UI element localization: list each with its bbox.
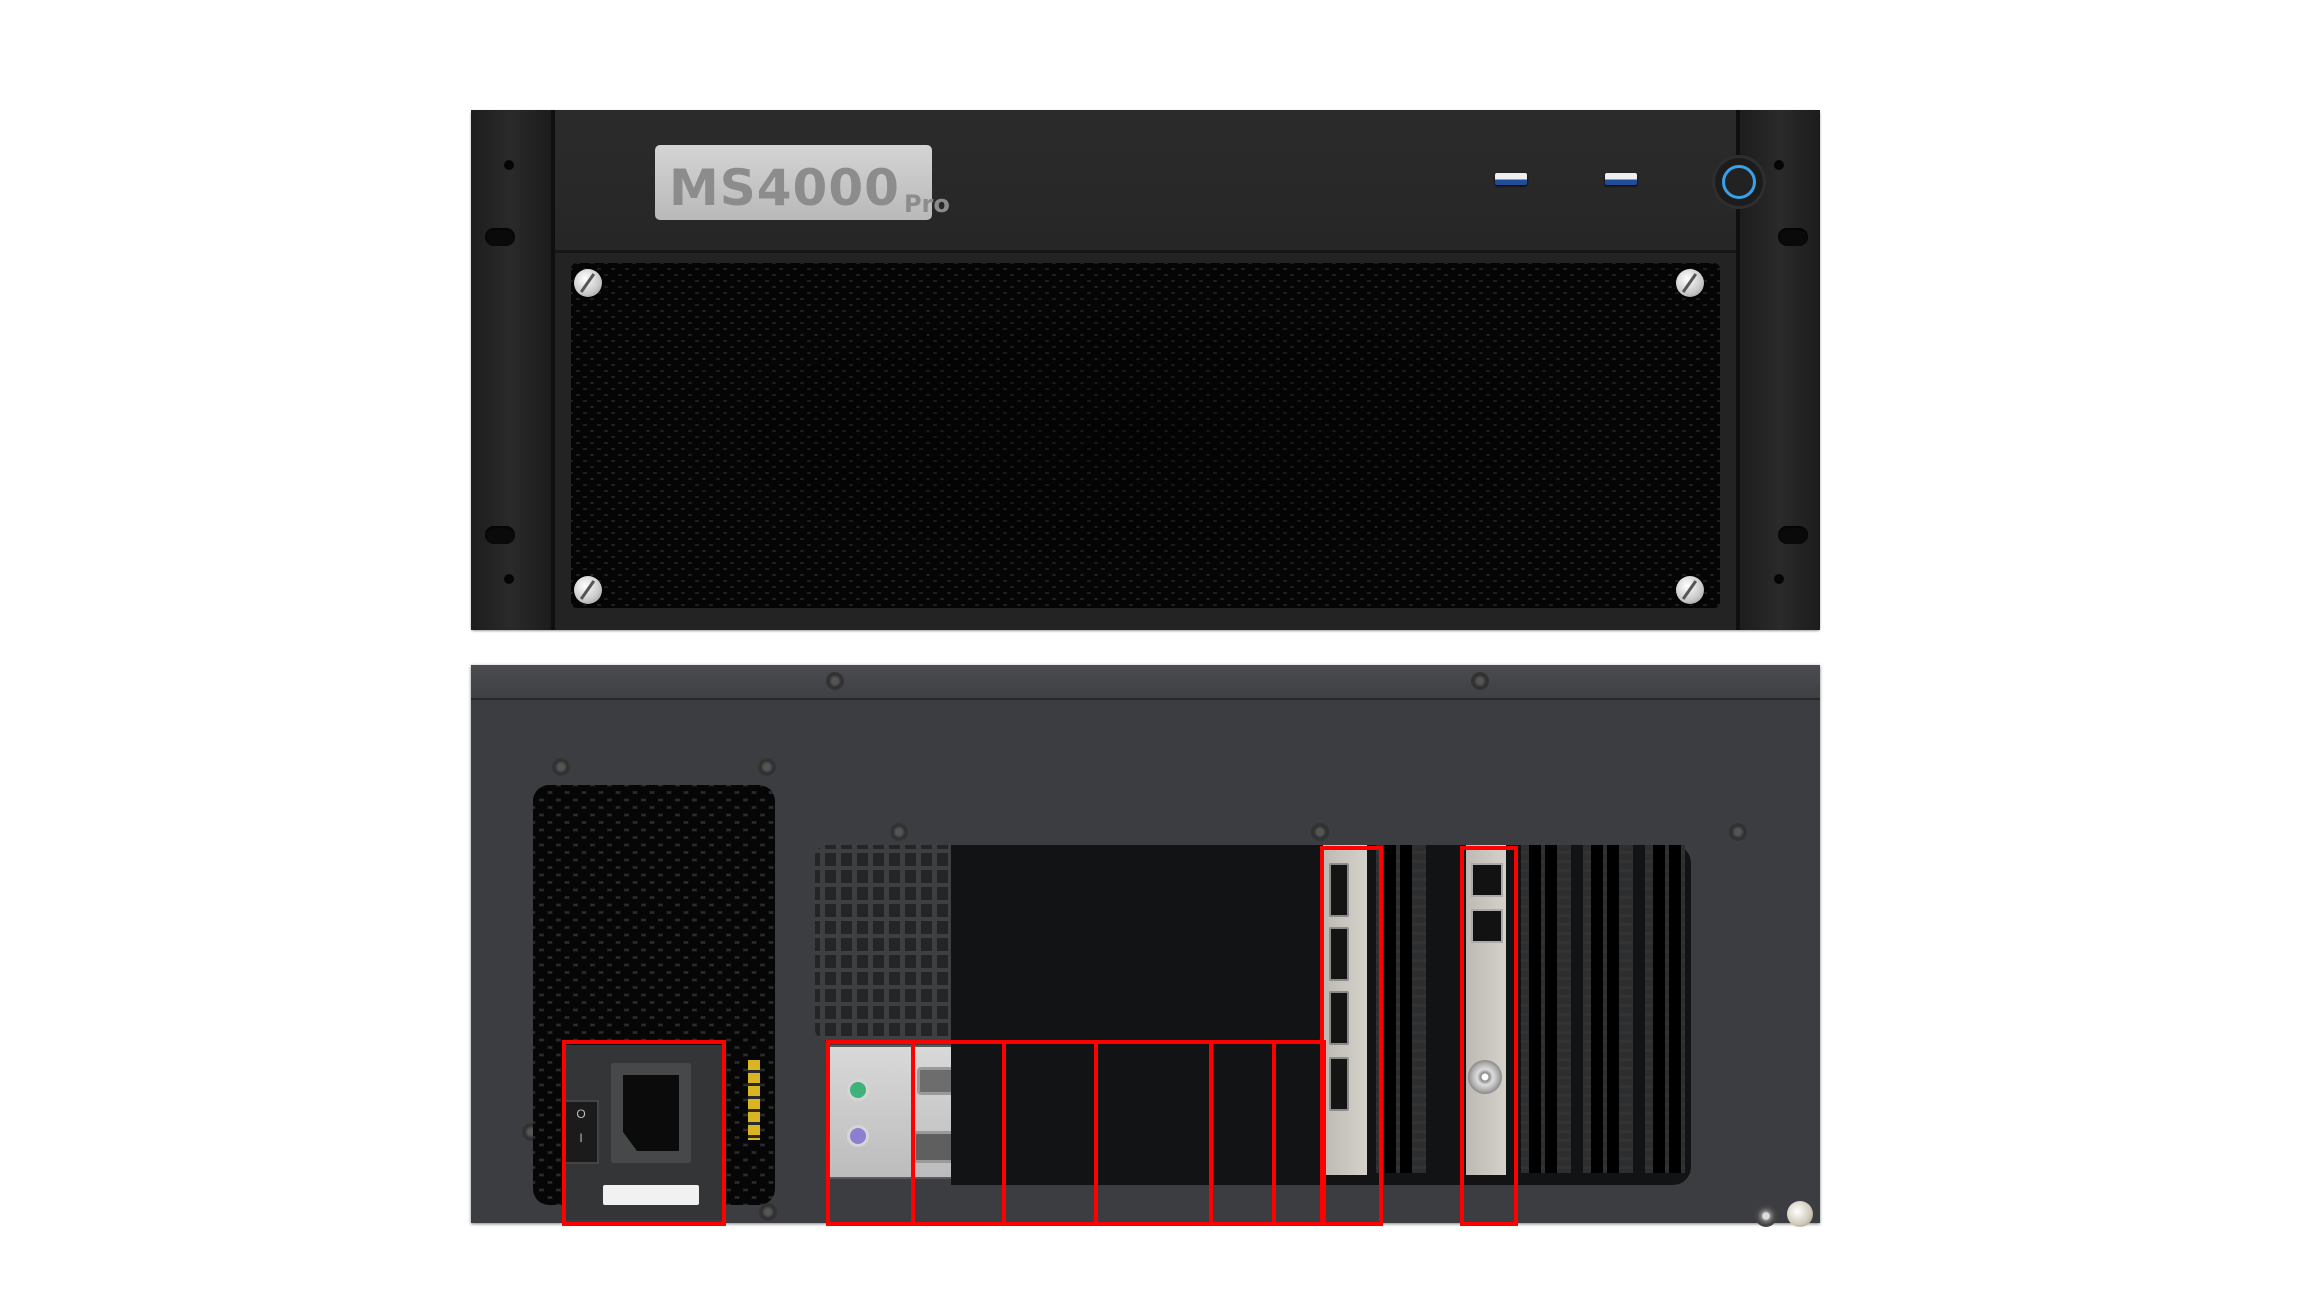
ps2-mouse-port[interactable] (847, 1079, 869, 1101)
thumb-screw-icon (1787, 1201, 1813, 1227)
highlight-serial-dvi (911, 1040, 1006, 1226)
gpu-displayport-4[interactable] (1329, 1057, 1349, 1111)
ear-hole (504, 574, 514, 584)
highlight-power-inlet (562, 1040, 726, 1226)
ear-slot (1778, 526, 1808, 544)
front-panel: MS4000 Pro (471, 110, 1820, 630)
highlight-gpu-displayport (1320, 846, 1383, 1226)
highlight-lan-usb2 (1209, 1040, 1276, 1226)
screw-icon (1313, 825, 1327, 839)
highlight-ps2 (826, 1040, 915, 1226)
switch-off-label: I (579, 1131, 583, 1145)
nic-rj45-port-2[interactable] (1471, 909, 1503, 943)
ear-hole (1774, 160, 1784, 170)
vented-slot-cover (1583, 845, 1633, 1173)
rear-top-lip (471, 665, 1820, 700)
thumb-screw-icon (574, 576, 602, 604)
front-header-bar: MS4000 Pro (555, 110, 1763, 253)
gpu-displayport-3[interactable] (1329, 991, 1349, 1045)
psu-power-module: O I (563, 1045, 723, 1220)
gpu-bracket (1323, 845, 1367, 1175)
screw-icon (1473, 674, 1487, 688)
front-usb-port-1[interactable] (1495, 173, 1527, 185)
vented-slot-cover (1645, 845, 1685, 1173)
thumb-screw-icon (574, 269, 602, 297)
model-logo-plate: MS4000 Pro (655, 145, 950, 220)
screw-icon (828, 674, 842, 688)
power-socket[interactable] (611, 1063, 691, 1163)
nic-card-bracket (1466, 845, 1506, 1175)
ear-slot (485, 228, 515, 246)
power-button[interactable] (1715, 158, 1763, 206)
front-usb-port-2[interactable] (1605, 173, 1637, 185)
ear-slot (485, 526, 515, 544)
ear-hole (1774, 574, 1784, 584)
psu-rating-label (603, 1185, 699, 1205)
left-rack-ear (471, 110, 555, 630)
screw-icon (892, 825, 906, 839)
thumb-screw-icon (1676, 269, 1704, 297)
ps2-keyboard-port[interactable] (847, 1125, 869, 1147)
screw-icon (761, 1205, 775, 1219)
gpu-displayport-1[interactable] (1329, 863, 1349, 917)
switch-on-label: O (576, 1107, 586, 1121)
highlight-nic-card (1460, 846, 1518, 1226)
ear-hole (504, 160, 514, 170)
logo-suffix: Pro (903, 190, 950, 218)
screw-icon (760, 760, 774, 774)
gpu-displayport-2[interactable] (1329, 927, 1349, 981)
ground-icon (1755, 1205, 1777, 1227)
highlight-usb3-hdmi (1002, 1040, 1098, 1226)
vented-slot-cover (1376, 845, 1426, 1173)
highlight-audio (1272, 1040, 1326, 1226)
highlight-vga-dp (1094, 1040, 1213, 1226)
thumb-screw-icon (1676, 576, 1704, 604)
front-vent-grille (571, 263, 1720, 608)
ear-slot (1778, 228, 1808, 246)
nic-rj45-port-1[interactable] (1471, 863, 1503, 897)
rear-panel: O I (471, 665, 1820, 1227)
screw-icon (554, 760, 568, 774)
bnc-connector[interactable] (1468, 1060, 1502, 1094)
vented-slot-cover (1521, 845, 1571, 1173)
psu-capacitors (748, 1060, 760, 1140)
logo-model: MS4000 (669, 159, 900, 217)
screw-icon (1731, 825, 1745, 839)
